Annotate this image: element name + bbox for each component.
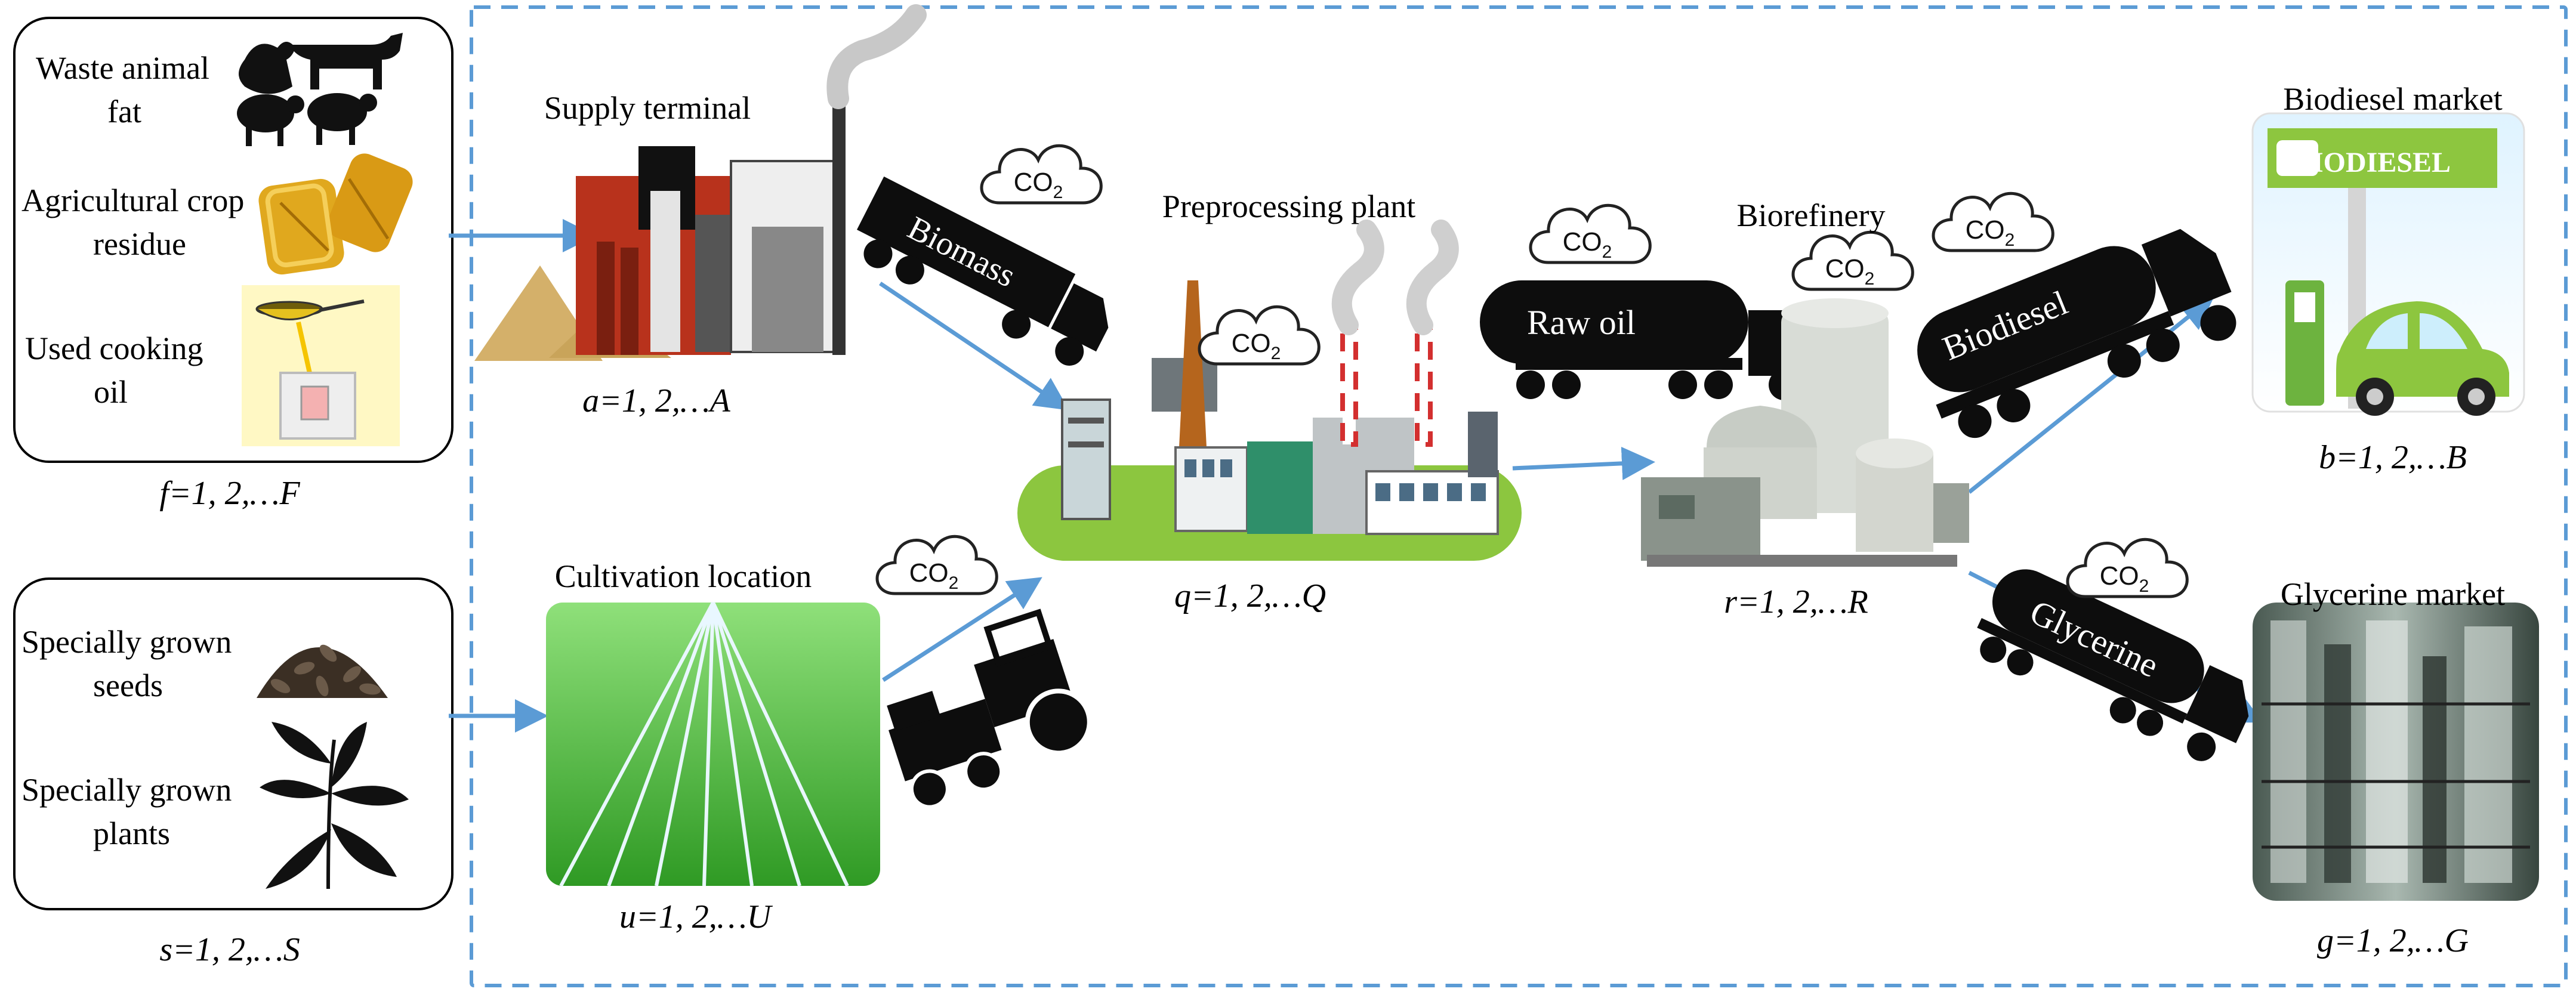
cooking-oil-icon xyxy=(242,285,400,446)
glycerine-truck-icon xyxy=(1977,569,2249,761)
feedstock-specially-grown-seeds: Specially grown seeds xyxy=(21,624,232,703)
glycerine-market-index: g=1, 2,…G xyxy=(2316,922,2469,959)
glycerine-market-title: Glycerine market xyxy=(2280,576,2506,612)
biomass-truck-icon xyxy=(856,176,1109,366)
preprocessing-index: q=1, 2,…Q xyxy=(1174,577,1326,614)
co2-label-4: CO2 xyxy=(1825,254,1875,289)
arrow-cultivation-to-preprocessing xyxy=(882,577,1042,682)
feedstock-used-cooking-oil: Used cooking oil xyxy=(25,330,203,410)
plant-leaf-icon xyxy=(260,722,409,889)
feedstock-bottom-index: s=1, 2,…S xyxy=(159,931,300,968)
livestock-icon xyxy=(237,33,403,146)
feedstock-agricultural-residue: Agricultural crop residue xyxy=(21,183,245,262)
co2-label-1: CO2 xyxy=(1014,168,1063,202)
biorefinery-icon xyxy=(1641,298,1969,567)
co2-label-6: CO2 xyxy=(909,558,959,593)
biodiesel-truck-icon xyxy=(1917,228,2236,438)
feedstock-specially-grown-plants: Specially grown plants xyxy=(21,772,232,851)
cultivation-field-icon xyxy=(546,601,880,887)
tractor-icon xyxy=(887,608,1092,809)
biorefinery-title: Biorefinery xyxy=(1736,197,1886,233)
raw-oil-truck-label: Raw oil xyxy=(1527,303,1636,342)
biorefinery-index: r=1, 2,…R xyxy=(1724,583,1868,620)
arrow-preprocessing-to-biorefinery xyxy=(1512,446,1655,480)
biodiesel-station-icon xyxy=(2251,112,2525,416)
supply-terminal-index: a=1, 2,…A xyxy=(582,382,730,419)
seeds-icon xyxy=(257,644,388,698)
supply-terminal-icon xyxy=(474,4,927,361)
co2-label-5: CO2 xyxy=(1966,215,2015,250)
co2-label-3: CO2 xyxy=(1563,227,1612,262)
cultivation-title: Cultivation location xyxy=(554,558,812,594)
glycerine-plant-icon xyxy=(2253,603,2539,901)
biodiesel-sign-text: BIODIESEL xyxy=(2293,147,2451,178)
biodiesel-market-title: Biodiesel market xyxy=(2283,81,2503,117)
preprocessing-plant-icon xyxy=(1017,220,1522,561)
arrow-terminal-to-preprocessing xyxy=(879,282,1069,410)
hay-bales-icon xyxy=(258,153,413,275)
biodiesel-market-index: b=1, 2,…B xyxy=(2319,439,2467,476)
feedstock-waste-animal-fat: Waste animal fat xyxy=(36,50,210,129)
feedstock-top-index: f=1, 2,…F xyxy=(159,475,300,512)
co2-label-7: CO2 xyxy=(2100,561,2149,596)
cultivation-index: u=1, 2,…U xyxy=(619,898,772,935)
supply-terminal-title: Supply terminal xyxy=(544,90,751,126)
co2-label-2: CO2 xyxy=(1232,329,1281,363)
preprocessing-title: Preprocessing plant xyxy=(1162,189,1416,224)
system-boundary xyxy=(470,5,2568,987)
